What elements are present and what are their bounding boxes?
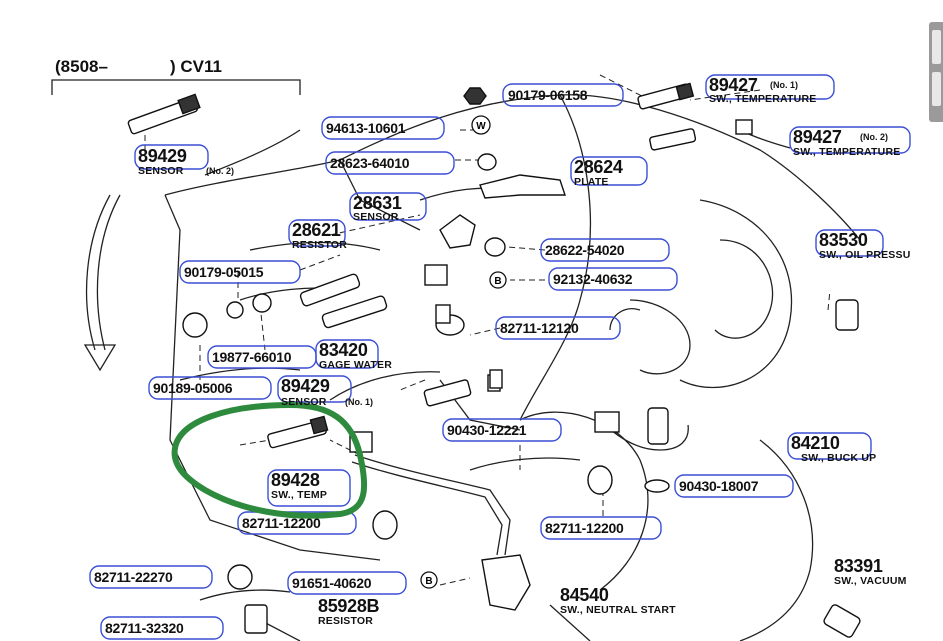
part-28631[interactable]: 28631 — [353, 193, 402, 213]
header-right: ) CV11 — [170, 57, 222, 76]
part-84210[interactable]: 84210 — [791, 433, 840, 453]
gage-water-83420-icon — [321, 295, 388, 329]
part-82711-12120[interactable]: 82711-12120 — [500, 320, 579, 336]
part-84210-desc: SW., BUCK UP — [801, 452, 877, 464]
gasket-90430-18007-icon — [644, 479, 670, 493]
part-89427-no1-tag: (No. 1) — [770, 80, 798, 90]
annotation-circle — [171, 401, 368, 519]
highlight-boxes — [89, 74, 911, 640]
part-89429-no1[interactable]: 89429 — [281, 376, 330, 396]
part-82711-12200-left[interactable]: 82711-12200 — [242, 515, 321, 531]
part-83391[interactable]: 83391 — [834, 556, 883, 576]
plate-28624-icon — [479, 174, 566, 199]
part-89427-no2-desc: SW., TEMPERATURE — [793, 146, 901, 158]
part-89427-no1[interactable]: 89427 — [709, 75, 758, 95]
vacuum-switch-83391-icon — [823, 604, 861, 638]
part-90189-05006[interactable]: 90189-05006 — [153, 380, 233, 396]
marker-w: W — [476, 121, 486, 132]
part-28624-desc: PLATE — [574, 176, 609, 188]
part-84540[interactable]: 84540 — [560, 585, 609, 605]
marker-b-circle-1 — [489, 271, 507, 289]
part-89429-no2-desc: SENSOR — [138, 165, 184, 177]
part-89429-no2-tag: (No. 2) — [206, 166, 234, 176]
scrollbar[interactable] — [929, 22, 943, 122]
part-89428[interactable]: 89428 — [271, 470, 320, 490]
part-28621[interactable]: 28621 — [292, 220, 341, 240]
part-89428-desc: SW., TEMP — [271, 489, 328, 501]
resistor-28621-icon — [299, 273, 361, 307]
component-glyphs — [127, 82, 861, 638]
part-83391-desc: SW., VACUUM — [834, 575, 907, 587]
part-94613-10601[interactable]: 94613-10601 — [326, 120, 406, 136]
part-83530[interactable]: 83530 — [819, 230, 868, 250]
nut-90179-06158-icon — [463, 87, 487, 105]
part-92132-40632[interactable]: 92132-40632 — [553, 271, 633, 287]
part-89427-no1-desc: SW., TEMPERATURE — [709, 93, 817, 105]
oil-pressure-switch-83530-icon — [835, 299, 859, 331]
part-28631-desc: SENSOR — [353, 211, 399, 223]
marker-b-1: B — [494, 276, 501, 287]
part-89429-no1-tag: (No. 1) — [345, 397, 373, 407]
part-90179-05015[interactable]: 90179-05015 — [184, 264, 264, 280]
part-90179-06158[interactable]: 90179-06158 — [508, 87, 588, 103]
part-85928b-desc: RESISTOR — [318, 615, 374, 627]
marker-w-circle — [471, 115, 491, 135]
neutral-start-switch-84540-icon — [481, 554, 531, 611]
sensor-89429-no2-icon — [127, 93, 201, 135]
part-90430-12221[interactable]: 90430-12221 — [447, 422, 527, 438]
part-28623-64010[interactable]: 28623-64010 — [330, 155, 410, 171]
part-28624[interactable]: 28624 — [574, 157, 623, 177]
marker-b-2: B — [425, 576, 432, 587]
part-84540-desc: SW., NEUTRAL START — [560, 604, 676, 616]
temp-switch-89427-no2-icon — [649, 119, 753, 151]
part-19877-66010[interactable]: 19877-66010 — [212, 349, 292, 365]
scrollbar-thumb-upper[interactable] — [932, 30, 941, 64]
clamps-misc-icon — [182, 153, 613, 634]
part-89427-no2[interactable]: 89427 — [793, 127, 842, 147]
part-91651-40620[interactable]: 91651-40620 — [292, 575, 372, 591]
part-28621-desc: RESISTOR — [292, 239, 348, 251]
sensor-89429-no1-icon — [423, 374, 501, 407]
part-28622-54020[interactable]: 28622-54020 — [545, 242, 625, 258]
marker-b-circle-2 — [420, 571, 438, 589]
part-85928b[interactable]: 85928B — [318, 596, 380, 616]
part-90430-18007[interactable]: 90430-18007 — [679, 478, 759, 494]
part-82711-32320[interactable]: 82711-32320 — [105, 620, 184, 636]
part-83530-desc: SW., OIL PRESSU — [819, 249, 911, 261]
part-82711-22270[interactable]: 82711-22270 — [94, 569, 173, 585]
sensor-28631-icon — [424, 214, 476, 286]
part-83420-desc: GAGE WATER — [319, 359, 392, 371]
part-89427-no2-tag: (No. 2) — [860, 132, 888, 142]
markers — [420, 115, 507, 589]
part-82711-12200-right[interactable]: 82711-12200 — [545, 520, 624, 536]
part-89429-no1-desc: SENSOR — [281, 396, 327, 408]
part-89429-no2[interactable]: 89429 — [138, 146, 187, 166]
temp-switch-89428-icon — [267, 415, 329, 449]
scrollbar-thumb-lower[interactable] — [932, 72, 941, 106]
backup-switch-84210-icon — [594, 407, 669, 445]
part-83420[interactable]: 83420 — [319, 340, 368, 360]
header-left: (8508– — [55, 57, 108, 76]
leader-lines — [144, 74, 831, 586]
temp-switch-89427-no1-icon — [637, 82, 695, 110]
